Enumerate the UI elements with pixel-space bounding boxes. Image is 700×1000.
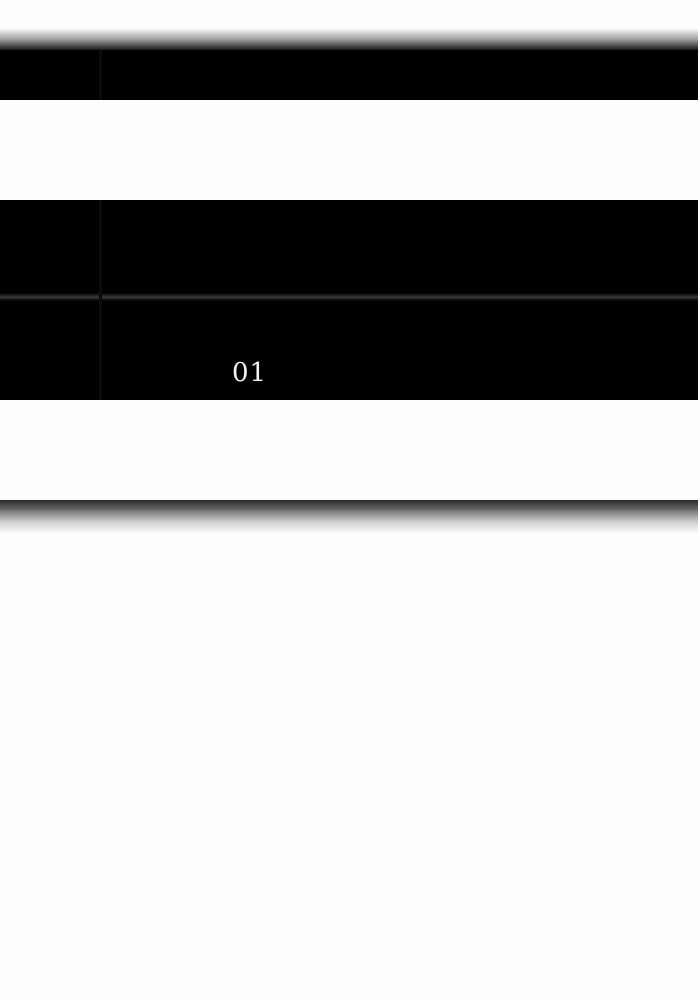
bottom-band [0,500,698,510]
middle-band-divider [99,200,102,400]
middle-band-seam [0,293,698,301]
top-band-fade [0,28,698,52]
top-band-divider [99,50,102,100]
bottom-band-fade [0,510,698,534]
page-number: 01 [232,358,268,388]
top-black-band [0,50,698,100]
